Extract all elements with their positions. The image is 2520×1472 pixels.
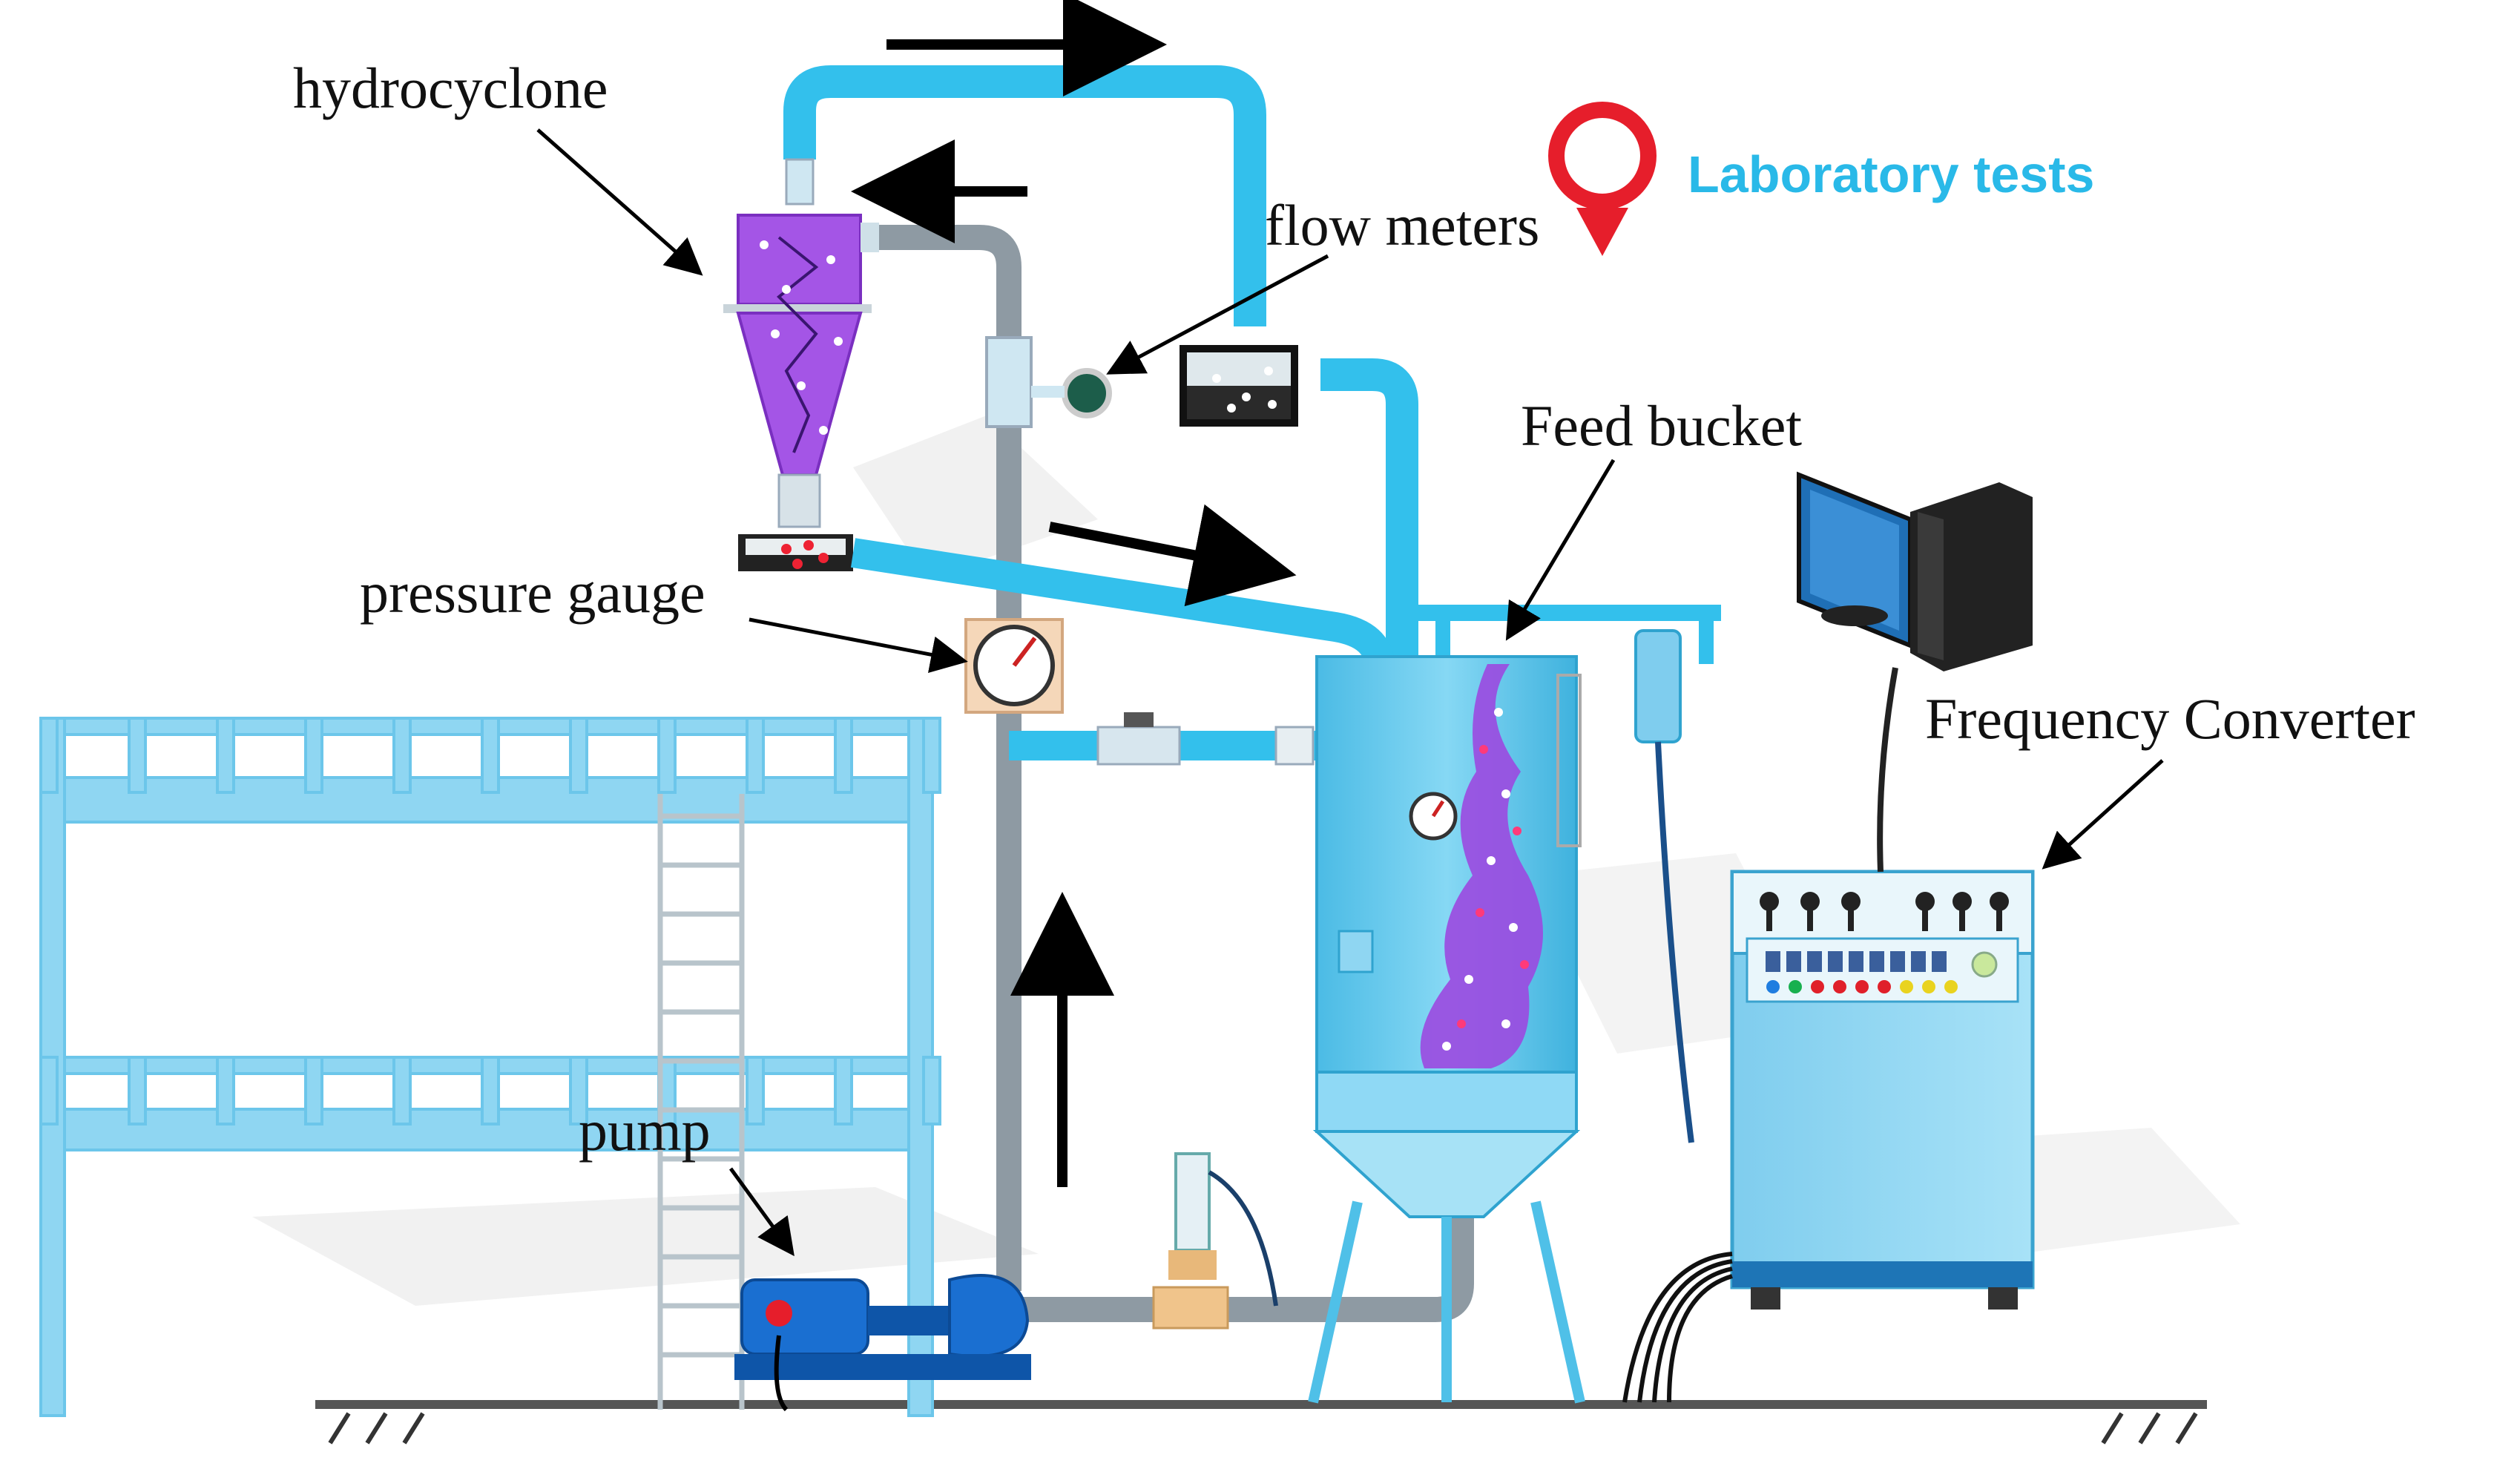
display-segment	[1849, 951, 1863, 972]
underflow-return-pipe	[850, 538, 1395, 669]
hydrocyclone	[723, 214, 879, 528]
label-feed-bucket: Feed bucket	[1521, 393, 1803, 458]
rail-post	[304, 717, 323, 794]
indicator-led	[1811, 980, 1824, 993]
flow-direction-arrows	[851, 0, 1297, 1187]
feed-bucket	[1308, 605, 1721, 1404]
rail-post	[657, 717, 677, 794]
rail-post	[834, 717, 853, 794]
indicator-led	[1833, 980, 1846, 993]
indicator-led	[1766, 980, 1780, 993]
location-pin-icon	[1548, 102, 1657, 256]
leader-lines	[536, 128, 2164, 1257]
rail-post	[569, 717, 588, 794]
control-knob-stem	[1807, 909, 1813, 931]
control-knob	[1800, 892, 1820, 911]
display-segment	[1911, 951, 1926, 972]
control-knob-stem	[1922, 909, 1928, 931]
level-sensor	[1634, 629, 1694, 1143]
leader-pump	[728, 1167, 795, 1257]
bypass-pipe	[1009, 712, 1365, 766]
pressure-gauge	[964, 618, 1064, 714]
top-return-pipe	[783, 65, 1418, 664]
leader-feed-bucket	[1505, 459, 1616, 641]
indicator-led	[1900, 980, 1913, 993]
control-valve	[1152, 1152, 1278, 1330]
pump	[734, 1274, 1031, 1412]
indicator-led	[1944, 980, 1958, 993]
indicator-led	[1789, 980, 1802, 993]
control-knob-stem	[1848, 909, 1854, 931]
rail-post	[304, 1056, 323, 1126]
rail-post	[128, 1056, 147, 1126]
cable-bundle	[1622, 1252, 1733, 1403]
arrow-diagonal	[1048, 504, 1297, 607]
display-segment	[1828, 951, 1843, 972]
rail-post	[746, 717, 765, 794]
hydrocyclone-overflow-pipe	[785, 158, 815, 206]
rail-post	[481, 1056, 500, 1126]
control-knob-stem	[1996, 909, 2002, 931]
leader-frequency-converter	[2042, 759, 2164, 870]
display-segment	[1890, 951, 1905, 972]
control-knob	[1841, 892, 1861, 911]
rail-post	[922, 1056, 941, 1126]
rail-post	[39, 717, 59, 794]
control-knob	[1990, 892, 2009, 911]
display-segment	[1807, 951, 1822, 972]
leader-flow-meters	[1106, 254, 1329, 375]
flow-meter-box	[1180, 345, 1298, 427]
label-pressure-gauge: pressure gauge	[360, 560, 705, 625]
control-knob	[1760, 892, 1779, 911]
leader-hydrocyclone	[536, 128, 703, 276]
platform-frame	[39, 717, 941, 1417]
display-segment	[1786, 951, 1801, 972]
control-knob	[1915, 892, 1935, 911]
control-knob-stem	[1766, 909, 1772, 931]
inline-flow-meter	[985, 336, 1112, 428]
indicator-led	[1855, 980, 1869, 993]
control-knob-stem	[1959, 909, 1965, 931]
underflow-box	[738, 534, 853, 571]
display-segment	[1932, 951, 1947, 972]
rail-post	[481, 717, 500, 794]
frequency-converter	[1730, 667, 2035, 1310]
leader-pressure-gauge	[749, 617, 968, 673]
display-segment	[1766, 951, 1780, 972]
computer-icon	[1797, 471, 2033, 671]
rail-post	[922, 717, 941, 794]
gray-main-pipe	[861, 225, 1474, 1322]
ground	[315, 1400, 2207, 1445]
label-hydrocyclone: hydrocyclone	[293, 56, 608, 120]
control-knob	[1952, 892, 1972, 911]
rail-post	[392, 1056, 412, 1126]
label-flow-meters: flow meters	[1265, 193, 1540, 257]
rail-post	[216, 717, 235, 794]
ladder	[657, 794, 745, 1410]
display-segment	[1869, 951, 1884, 972]
rail-post	[39, 1056, 59, 1126]
rail-post	[128, 717, 147, 794]
indicator-led	[1878, 980, 1891, 993]
rail-post	[569, 1056, 588, 1126]
rail-post	[746, 1056, 765, 1126]
label-pump: pump	[579, 1098, 711, 1163]
rail-post	[216, 1056, 235, 1126]
rail-post	[834, 1056, 853, 1126]
label-frequency-converter: Frequency Converter	[1925, 686, 2415, 751]
rail-post	[392, 717, 412, 794]
label-laboratory-tests: Laboratory tests	[1688, 145, 2095, 203]
indicator-led	[1922, 980, 1935, 993]
